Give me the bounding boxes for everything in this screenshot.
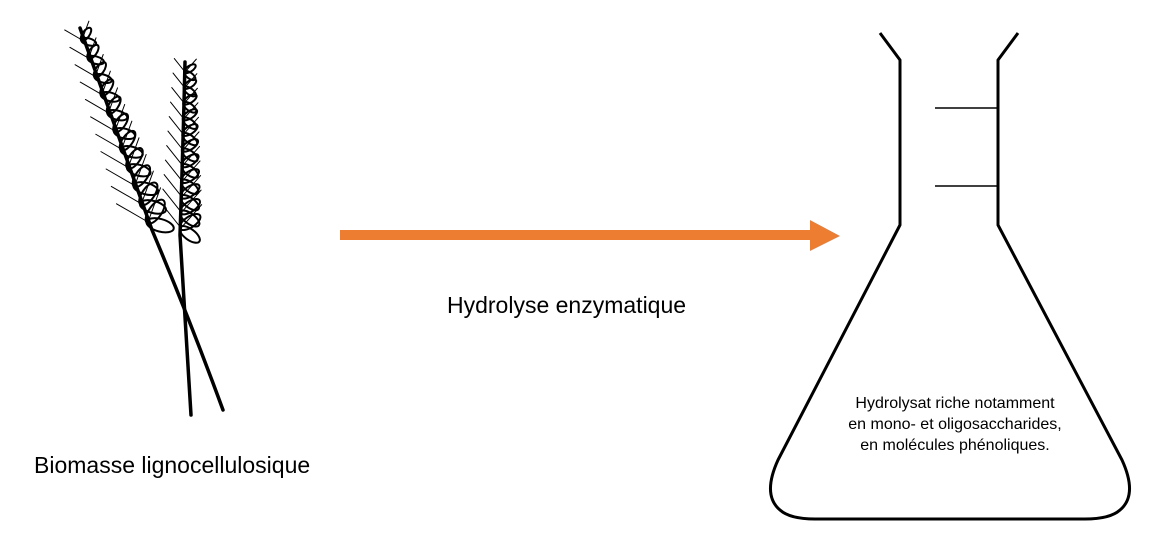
- wheat-awn: [163, 174, 183, 198]
- erlenmeyer-flask-icon: [769, 32, 1131, 521]
- wheat-grain: [181, 123, 199, 137]
- wheat-awn: [74, 64, 96, 77]
- wheat-awn: [166, 145, 184, 167]
- wheat-grain: [179, 198, 201, 216]
- product-line: en molécules phénoliques.: [860, 437, 1050, 454]
- wheat-awn: [161, 203, 182, 229]
- wheat-grain: [180, 153, 200, 169]
- wheat-awn: [184, 58, 197, 73]
- wheat-awn: [79, 81, 103, 96]
- wheat-awn: [127, 137, 140, 168]
- wheat-grain: [179, 183, 201, 200]
- wheat-awn: [168, 116, 184, 135]
- wheat-awn: [181, 175, 202, 198]
- product-line: en mono- et oligosaccharides,: [848, 416, 1062, 433]
- wheat-awn: [84, 98, 109, 114]
- wheat-awn: [105, 168, 136, 187]
- wheat-awn: [169, 101, 185, 120]
- wheat-awn: [94, 54, 104, 77]
- wheat-awn: [88, 37, 97, 59]
- wheat-grain: [182, 78, 198, 90]
- wheat-awn: [181, 160, 201, 182]
- wheat-awn: [147, 187, 161, 223]
- wheat-awn: [81, 20, 90, 41]
- wheat-awn: [182, 116, 199, 135]
- wheat-awn: [100, 151, 129, 168]
- wheat-grain: [180, 138, 200, 153]
- wheat-awn: [140, 170, 154, 205]
- wheat-awn: [110, 185, 142, 205]
- wheat-awn: [180, 204, 203, 229]
- wheat-grain: [181, 108, 199, 122]
- biomass-label: Biomasse lignocellulosique: [34, 452, 311, 478]
- wheat-awn: [182, 131, 200, 151]
- product-description: Hydrolysat riche notamment en mono- et o…: [800, 393, 1110, 456]
- wheat-awn: [167, 130, 184, 151]
- wheat-grain: [79, 26, 93, 42]
- wheat-grain: [112, 112, 130, 134]
- wheat-grain: [99, 78, 115, 97]
- wheat-awn: [182, 145, 201, 167]
- wheat-awn: [172, 72, 186, 89]
- wheat-grain: [131, 164, 152, 189]
- wheat-grain: [144, 198, 166, 225]
- wheat-awn: [69, 46, 90, 59]
- wheat-grain: [179, 168, 201, 184]
- wheat-awn: [184, 73, 198, 89]
- wheat-awn: [171, 87, 185, 104]
- wheat-awn: [95, 133, 123, 150]
- wheat-awn: [162, 188, 182, 213]
- wheat-grain: [125, 147, 144, 170]
- wheat-awn: [121, 120, 133, 150]
- wheat-awn: [64, 29, 83, 41]
- wheat-grain: [183, 63, 197, 75]
- wheat-grain: [105, 95, 122, 116]
- wheat-awn: [180, 189, 202, 213]
- wheat-grain: [86, 43, 100, 61]
- wheat-awn: [164, 159, 183, 182]
- wheat-awn: [183, 102, 199, 120]
- wheat-awn: [115, 203, 149, 223]
- wheat-grain: [178, 213, 202, 232]
- wheat-awn: [90, 116, 116, 132]
- wheat-awn: [114, 104, 126, 132]
- product-line: Hydrolysat riche notamment: [855, 395, 1055, 412]
- wheat-awn: [107, 87, 119, 114]
- process-label: Hydrolyse enzymatique: [447, 292, 687, 318]
- wheat-icon: [64, 20, 225, 417]
- wheat-grain: [118, 129, 137, 152]
- wheat-awn: [134, 153, 147, 187]
- wheat-awn: [173, 58, 186, 73]
- arrow-right-icon: [340, 220, 840, 251]
- wheat-grain: [138, 181, 159, 207]
- wheat-grain: [92, 61, 107, 79]
- wheat-awn: [183, 87, 198, 104]
- wheat-grain: [182, 93, 198, 106]
- wheat-awn: [101, 70, 111, 96]
